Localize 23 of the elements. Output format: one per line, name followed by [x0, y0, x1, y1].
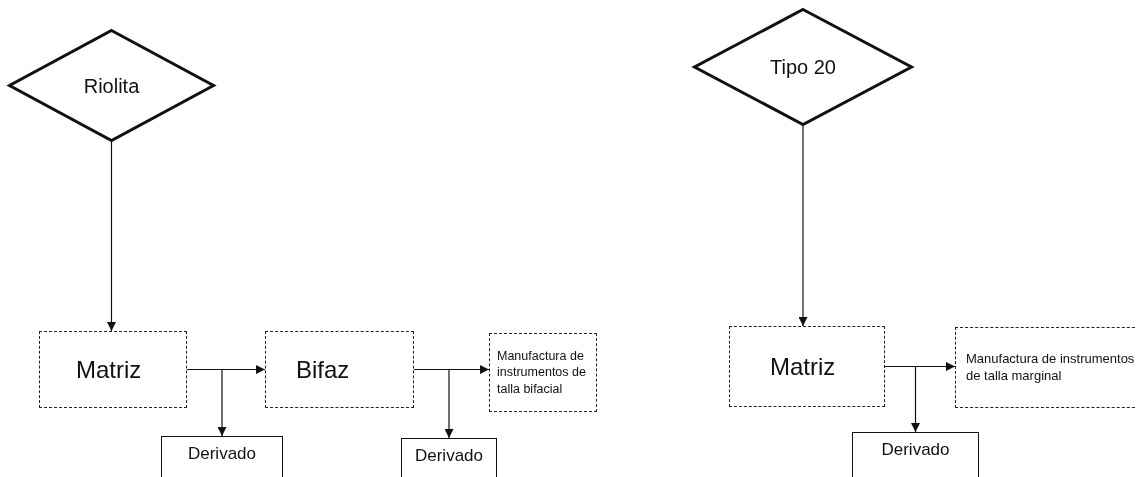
process-box: [852, 432, 979, 477]
process-box: [401, 438, 497, 477]
process-box: [161, 436, 283, 477]
process-box: [39, 331, 187, 408]
node-label: Manufactura de instrumentos de talla marginal: [966, 350, 1136, 385]
node-label: Derivado: [187, 443, 256, 465]
node-label: Matriz: [76, 354, 142, 385]
arrow: [413, 368, 454, 439]
process-box: [729, 326, 885, 407]
node-label: Tipo 20: [770, 55, 836, 80]
arrow: [107, 141, 116, 332]
node-label: Manufactura de instrumentos de talla bifacial: [497, 348, 587, 397]
process-box: [265, 331, 414, 408]
node-label: Bifaz: [296, 354, 350, 385]
node-label: Derivado: [414, 445, 483, 467]
arrow: [186, 368, 227, 437]
process-box: [489, 333, 597, 412]
node-label: Matriz: [770, 351, 836, 382]
node-label: Derivado: [881, 439, 950, 461]
node-label: Riolita: [83, 73, 140, 99]
arrow: [798, 125, 808, 327]
arrow: [884, 365, 920, 433]
process-box: [955, 327, 1136, 408]
